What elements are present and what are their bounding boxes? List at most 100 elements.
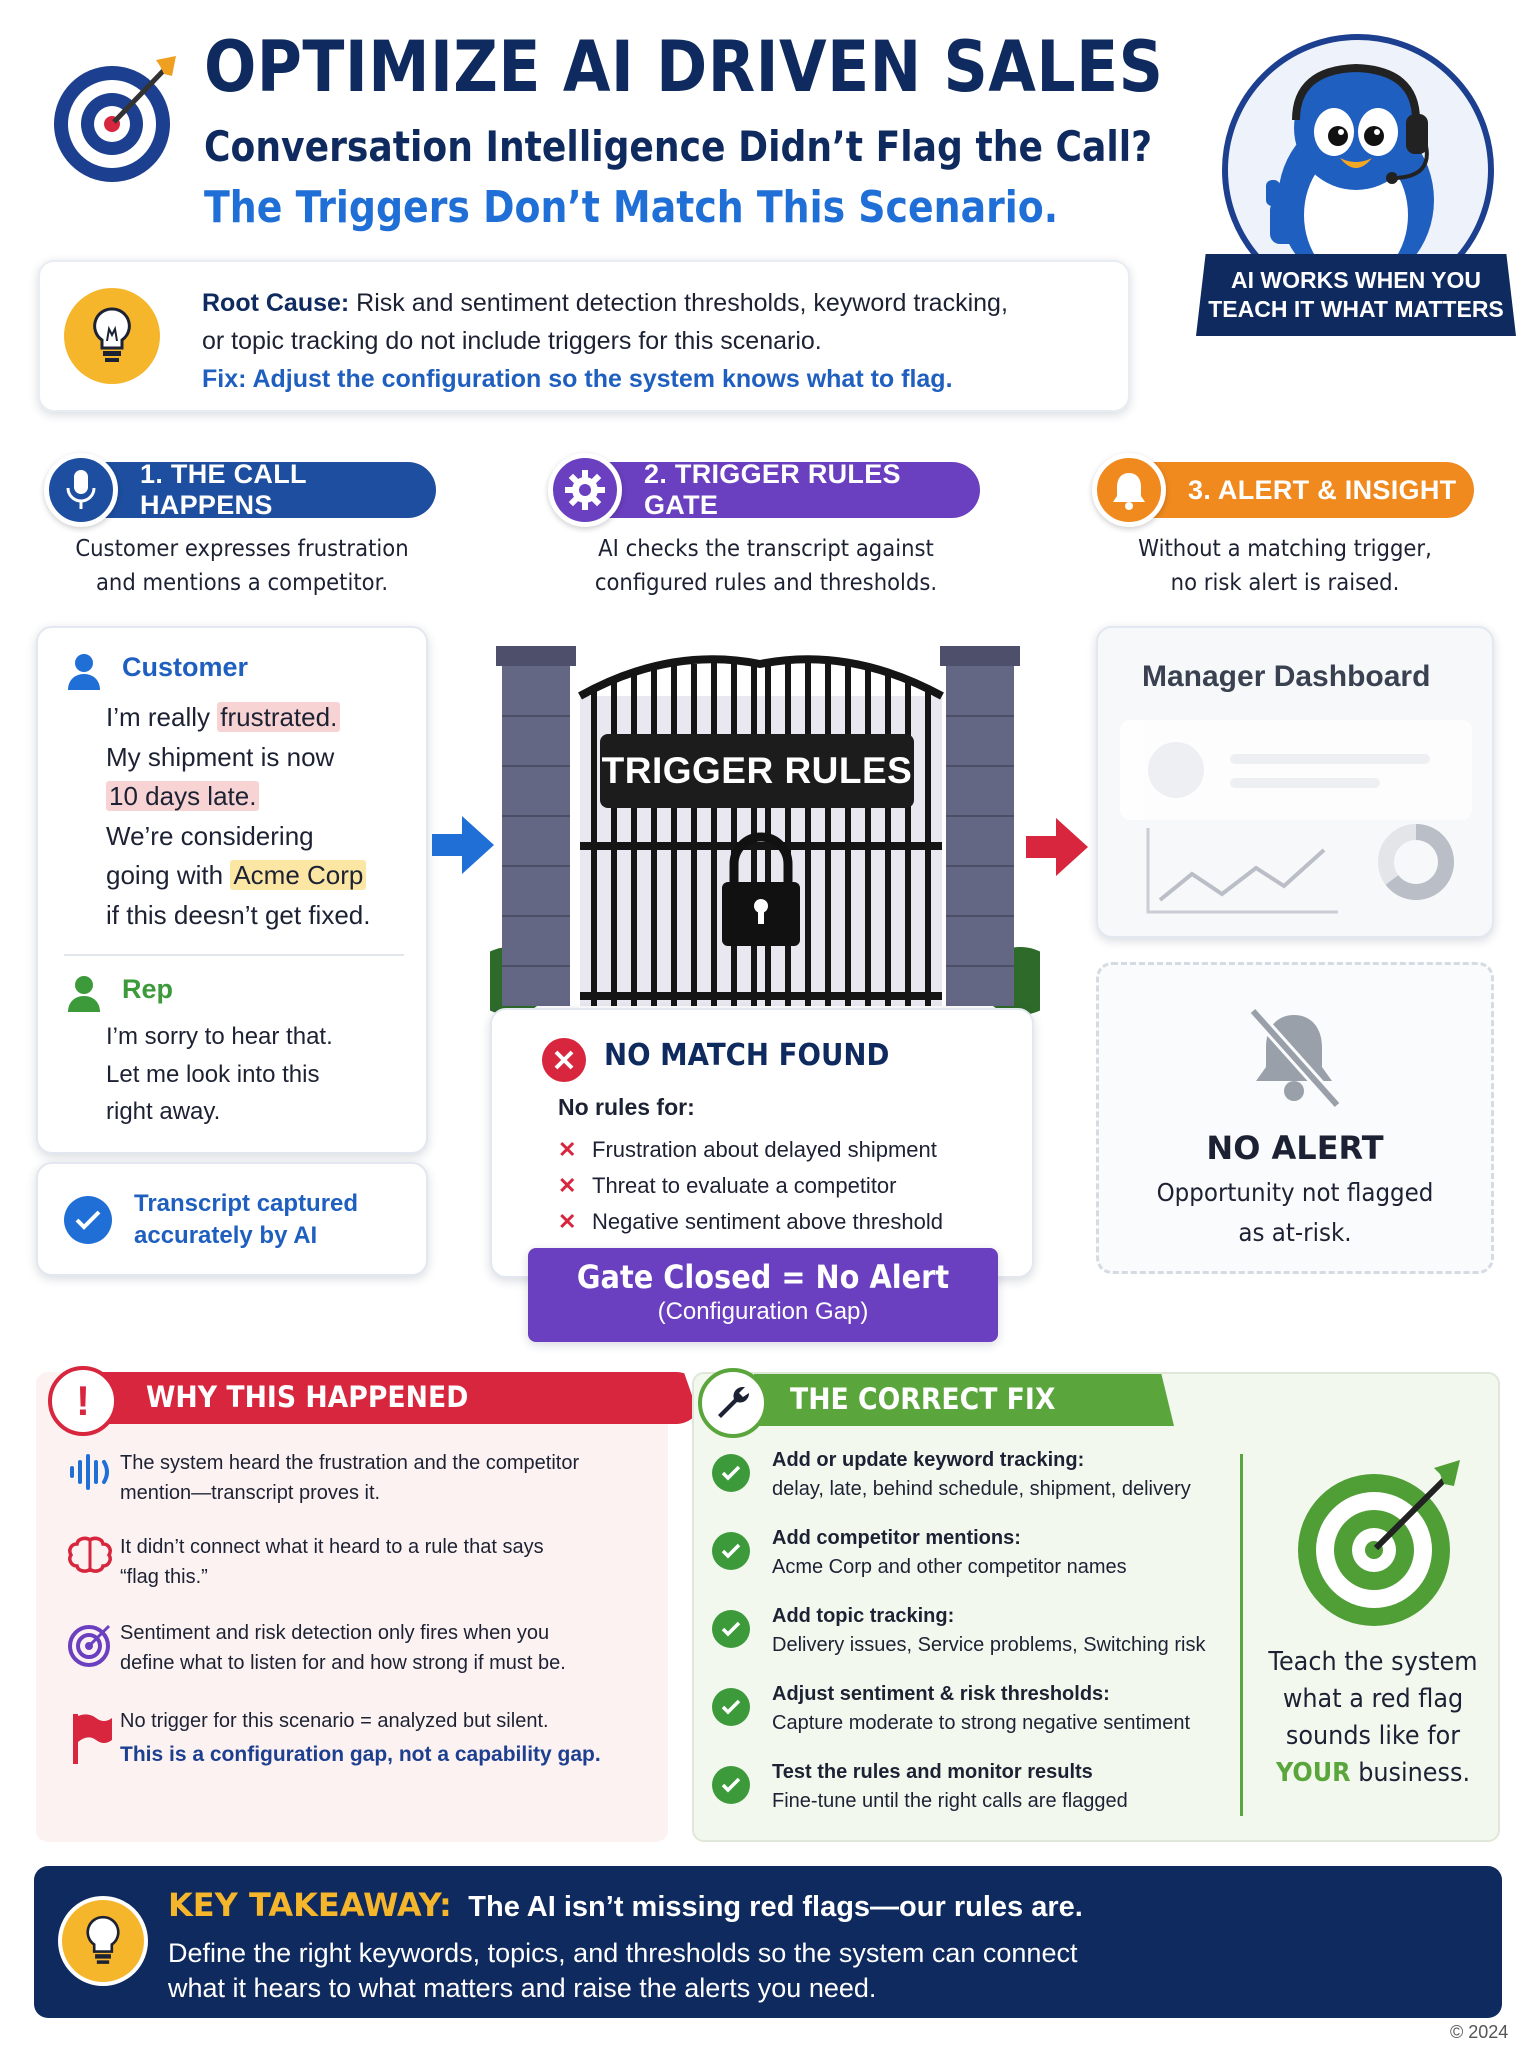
red-flag-icon <box>73 1714 112 1764</box>
trigger-gate-illustration <box>490 646 1040 1015</box>
fix-item-title: Add competitor mentions: <box>772 1527 1021 1549</box>
fix-item-title: Test the rules and monitor results <box>772 1761 1093 1783</box>
highlight-days-late: 10 days late. <box>106 781 260 811</box>
why-item-line-2: define what to listen for and how strong… <box>120 1652 566 1674</box>
no-rules-for-label: No rules for: <box>558 1094 695 1120</box>
fix-item-title: Add topic tracking: <box>772 1605 955 1627</box>
step-2-desc-line-1: AI checks the transcript against <box>598 536 934 562</box>
customer-line-4: We’re considering <box>106 820 314 851</box>
page-subtitle-1: Conversation Intelligence Didn’t Flag th… <box>204 122 1153 171</box>
why-item: It didn’t connect what it heard to a rul… <box>60 1532 650 1592</box>
fix-item-title: Adjust sentiment & risk thresholds: <box>772 1683 1110 1705</box>
why-item: The system heard the frustration and the… <box>60 1448 650 1508</box>
no-match-item: ✕Negative sentiment above threshold <box>558 1204 943 1240</box>
customer-message: I’m really frustrated. My shipment is no… <box>106 698 370 935</box>
mascot-badge: AI WORKS WHEN YOU TEACH IT WHAT MATTERS <box>1196 30 1516 350</box>
why-item-line-1: No trigger for this scenario = analyzed … <box>120 1710 549 1732</box>
lightbulb-icon <box>64 288 160 384</box>
step-3-label: 3. ALERT & INSIGHT <box>1188 474 1457 505</box>
step-1-desc: Customer expresses frustration and menti… <box>64 532 421 600</box>
highlight-frustrated: frustrated. <box>217 702 341 732</box>
no-alert-sub-line-1: Opportunity not flagged <box>1156 1178 1434 1207</box>
no-match-item: ✕ Threat to evaluate a competitor <box>558 1168 943 1204</box>
captured-line-1: Transcript captured <box>134 1190 359 1217</box>
fix-item-detail: Fine-tune until the right calls are flag… <box>772 1790 1128 1812</box>
arrow-right-red-icon <box>1026 818 1088 876</box>
customer-line-5: going with <box>106 860 231 890</box>
dashboard-line-placeholder <box>1230 778 1380 788</box>
gate-closed-banner: Gate Closed = No Alert (Configuration Ga… <box>528 1248 998 1342</box>
no-match-item-text: Threat to evaluate a competitor <box>592 1173 897 1198</box>
step-2-pill: 2. TRIGGER RULES GATE <box>552 459 980 520</box>
customer-line-6: if this deesn’t get fixed. <box>106 899 371 930</box>
exclamation-icon: ! <box>48 1366 118 1436</box>
fix-item-detail: Delivery issues, Service problems, Switc… <box>772 1634 1206 1656</box>
why-item: No trigger for this scenario = analyzed … <box>60 1706 650 1770</box>
fix-item-detail: delay, late, behind schedule, shipment, … <box>772 1478 1191 1500</box>
close-circle-icon <box>542 1038 586 1082</box>
gate-closed-sub: (Configuration Gap) <box>657 1298 869 1325</box>
page-subtitle-2: The Triggers Don’t Match This Scenario. <box>204 182 1059 233</box>
captured-line-2: accurately by AI <box>134 1222 318 1249</box>
why-item-line-2: mention—transcript proves it. <box>120 1482 381 1504</box>
why-title: WHY THIS HAPPENED <box>146 1380 469 1414</box>
copyright-footer: © 2024 <box>1450 2022 1509 2042</box>
why-item-line-2: “flag this.” <box>120 1566 208 1588</box>
no-match-list: ✕ Frustration about delayed shipment ✕ Thr… <box>558 1132 943 1240</box>
takeaway-body-line-2: what it hears to what matters and raise … <box>168 1973 877 2003</box>
key-takeaway-banner: KEY TAKEAWAY: The AI isn’t missing red f… <box>34 1866 1502 2018</box>
gate-closed-title: Gate Closed = No Alert <box>576 1258 950 1296</box>
green-target-icon <box>1298 1460 1460 1626</box>
no-alert-card: NO ALERT Opportunity not flagged as at-r… <box>1096 962 1494 1274</box>
page-title: OPTIMIZE AI DRIVEN SALES <box>204 26 1164 108</box>
transcript-captured-text: Transcript captured accurately by AI <box>134 1188 358 1252</box>
no-match-item-text: Frustration about delayed shipment <box>592 1137 937 1162</box>
no-match-item-text: Negative sentiment above threshold <box>592 1209 943 1234</box>
gear-icon <box>548 453 622 527</box>
takeaway-headline-row: KEY TAKEAWAY: The AI isn’t missing red f… <box>168 1886 1083 1924</box>
rep-line-3: right away. <box>106 1098 221 1125</box>
takeaway-headline: The AI isn’t missing red flags—our rules… <box>468 1891 1083 1923</box>
why-section: ! WHY THIS HAPPENED <box>36 1366 702 1842</box>
step-2-desc-line-2: configured rules and thresholds. <box>594 570 938 596</box>
fix-item: Add competitor mentions:Acme Corp and ot… <box>712 1524 1232 1582</box>
fix-item-title: Add or update keyword tracking: <box>772 1449 1085 1471</box>
why-header <box>96 1372 702 1424</box>
check-icon <box>712 1766 750 1804</box>
dashboard-line-placeholder <box>1230 754 1430 764</box>
step-3-desc-line-1: Without a matching trigger, <box>1138 536 1432 562</box>
root-cause-card: Root Cause: Risk and sentiment detection… <box>38 260 1130 412</box>
takeaway-label: KEY TAKEAWAY: <box>168 1886 452 1924</box>
fix-side-line-4: business. <box>1350 1758 1471 1788</box>
why-item-line-1: It didn’t connect what it heard to a rul… <box>120 1536 544 1558</box>
x-icon: ✕ <box>558 1173 577 1198</box>
customer-avatar-icon <box>68 654 100 690</box>
rep-label: Rep <box>122 974 174 1004</box>
root-cause-line-2: or topic tracking do not include trigger… <box>202 327 822 355</box>
dashboard-profile-panel <box>1120 720 1472 820</box>
brain-icon <box>68 1536 112 1573</box>
conversation-divider <box>64 954 404 956</box>
fix-item: Add or update keyword tracking: delay, la… <box>712 1446 1232 1504</box>
fix-side-line-1: Teach the system <box>1268 1647 1478 1677</box>
mascot-banner: AI WORKS WHEN YOU TEACH IT WHAT MATTERS <box>1196 254 1516 336</box>
fix-side-message: Teach the system what a red flag sounds … <box>1260 1644 1486 1792</box>
customer-line-1: I’m really <box>106 702 218 732</box>
no-alert-title: NO ALERT <box>1206 1129 1384 1167</box>
fix-side-line-2: what a red flag <box>1282 1684 1464 1714</box>
arrow-right-blue-icon <box>432 816 494 874</box>
takeaway-body: Define the right keywords, topics, and t… <box>168 1936 1077 2006</box>
why-item-line-1: Sentiment and risk detection only fires … <box>120 1622 550 1644</box>
no-alert-sub: Opportunity not flagged as at-risk. <box>1115 1173 1476 1253</box>
root-fix-line: Fix: Adjust the configuration so the sys… <box>202 365 953 393</box>
rep-message: I’m sorry to hear that. Let me look into… <box>106 1018 333 1131</box>
root-cause-label: Root Cause: <box>202 289 350 317</box>
sound-wave-icon <box>70 1454 109 1490</box>
customer-line-2: My shipment is now <box>106 741 335 772</box>
x-icon: ✕ <box>558 1137 577 1162</box>
fix-item: Adjust sentiment & risk thresholds:Captu… <box>712 1680 1232 1738</box>
fix-header <box>754 1374 1174 1426</box>
step-1-desc-line-1: Customer expresses frustration <box>75 536 409 562</box>
dashboard-title: Manager Dashboard <box>1142 660 1431 693</box>
